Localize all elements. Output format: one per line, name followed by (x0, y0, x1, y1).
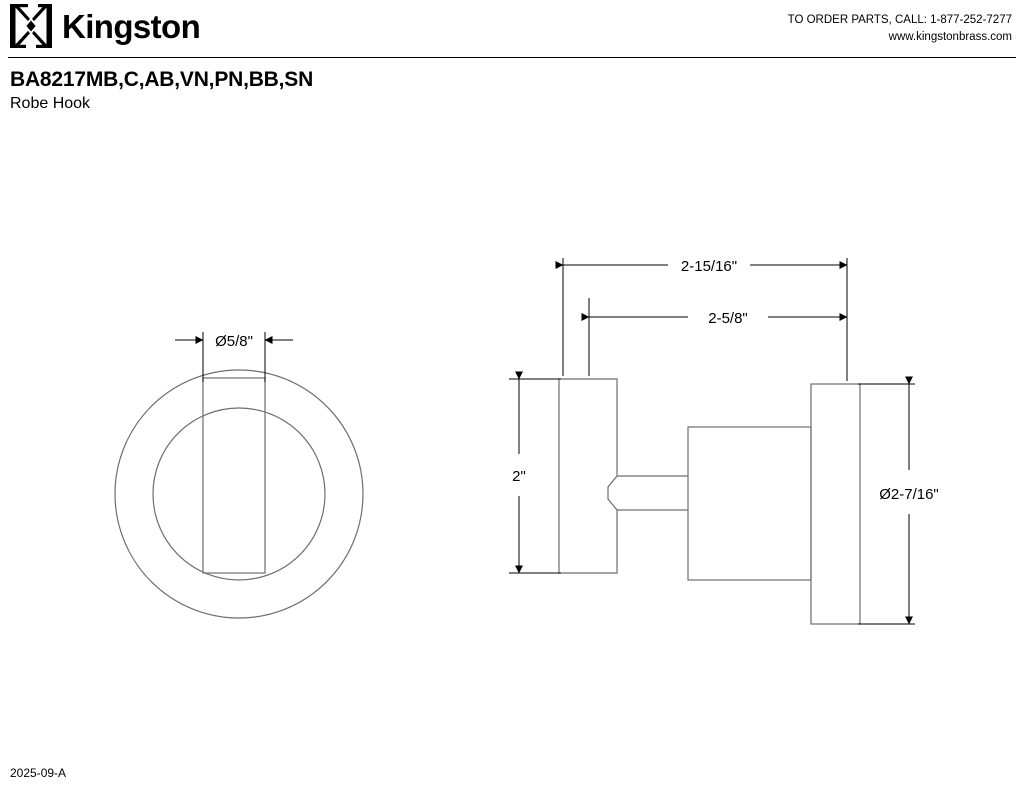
page-footer: 2025-09-A (10, 767, 66, 779)
side-view-wall-plate (558, 378, 618, 574)
drawing-canvas: Ø5/8" 2-15/16" 2-5/ (114, 258, 939, 625)
model-number: BA8217MB,C,AB,VN,PN,BB,SN (10, 68, 314, 91)
overall-length-dimension: 2-15/16" (555, 258, 848, 381)
brand-block: Kingston (10, 4, 201, 48)
front-view-diameter-dimension: Ø5/8" (175, 332, 293, 382)
knob-diameter-dimension: Ø2-7/16" (858, 376, 939, 625)
revision-code: 2025-09-A (10, 766, 67, 780)
contact-block: TO ORDER PARTS, CALL: 1-877-252-7277 www… (788, 12, 1012, 45)
plate-height-dimension: 2" (509, 371, 561, 574)
order-parts-phone: TO ORDER PARTS, CALL: 1-877-252-7277 (787, 14, 1012, 26)
brand-name: Kingston (62, 7, 201, 45)
website-url: www.kingstonbrass.com (888, 30, 1012, 43)
front-view-outer-circle (114, 369, 364, 619)
side-view-end-cap (810, 383, 861, 625)
page-header: Kingston TO ORDER PARTS, CALL: 1-877-252… (0, 0, 1024, 58)
header-divider (8, 57, 1016, 58)
projection-dimension: 2-5/8" (581, 298, 848, 381)
front-view-inner-circle (152, 407, 326, 581)
front-dim-label: Ø5/8" (215, 333, 253, 350)
product-name: Robe Hook (10, 95, 91, 113)
title-block: BA8217MB,C,AB,VN,PN,BB,SN Robe Hook (10, 68, 313, 114)
projection-label: 2-5/8" (708, 310, 748, 327)
overall-length-label: 2-15/16" (681, 258, 737, 275)
technical-drawing: Ø5/8" 2-15/16" 2-5/ (0, 150, 1024, 710)
side-view-knob-body (687, 426, 812, 581)
front-view-hook-bar (202, 377, 266, 574)
knob-diameter-label: Ø2-7/16" (879, 486, 939, 503)
plate-height-label: 2" (512, 468, 526, 485)
kingston-interlocking-k-logo-icon (10, 4, 52, 48)
front-view (114, 369, 364, 619)
side-view (558, 378, 861, 625)
